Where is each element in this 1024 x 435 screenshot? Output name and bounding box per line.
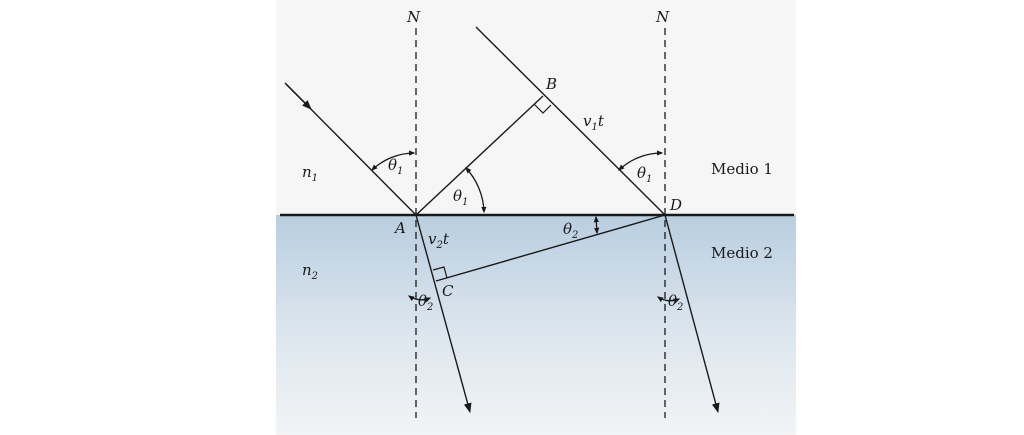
theta2-left-sub: 2 (426, 302, 433, 313)
theta2-wavefront-sym: θ (563, 220, 572, 238)
medium-1-region (276, 0, 796, 215)
theta2-right-sym: θ (668, 292, 677, 310)
theta2-arc-right (656, 296, 681, 304)
theta2-arc-wavefront (593, 215, 600, 235)
v2t-label: v2t (428, 230, 450, 251)
v2t-t: t (443, 230, 450, 248)
theta2-right-sub: 2 (676, 302, 683, 313)
theta1-arc-incident (371, 150, 416, 171)
theta1-wavefront-sub: 1 (462, 197, 468, 208)
medio-2-label: Medio 2 (711, 244, 773, 262)
incident-ray-left-arrow (285, 83, 312, 110)
point-b-label: B (545, 75, 557, 93)
wavefront-cd (435, 214, 666, 282)
theta2-label-right: θ2 (668, 292, 683, 313)
theta1-label-wavefront: θ1 (453, 187, 468, 208)
v1t-label: v1t (583, 112, 605, 133)
right-angle-c (432, 266, 448, 279)
normal-right-label: N (655, 8, 670, 26)
theta1-right-sym: θ (637, 164, 646, 182)
n1-sub: 1 (312, 173, 318, 184)
point-a-label: A (393, 219, 406, 237)
wavefront-ab (415, 95, 544, 216)
theta2-label-wavefront: θ2 (563, 220, 578, 241)
theta2-left-sym: θ (418, 292, 427, 310)
theta1-label-incident: θ1 (388, 156, 403, 177)
n2-base: n (302, 261, 312, 279)
v1t-base: v (583, 112, 592, 130)
v2t-sub: 2 (435, 240, 442, 251)
normal-left-label: N (406, 8, 421, 26)
n2-sub: 2 (311, 271, 318, 282)
refracted-ray-left (415, 214, 472, 413)
v1t-t: t (598, 112, 605, 130)
n1-base: n (302, 163, 312, 181)
theta1-wavefront-sym: θ (453, 187, 462, 205)
point-c-label: C (442, 282, 454, 300)
theta2-arc-left (407, 295, 432, 303)
theta2-label-left: θ2 (418, 292, 433, 313)
theta1-label-right: θ1 (637, 164, 652, 185)
theta1-arc-wavefront (465, 167, 487, 214)
n1-label: n1 (302, 163, 318, 184)
incident-ray-right (475, 26, 666, 216)
theta1-arc-right (618, 150, 664, 171)
theta1-incident-sym: θ (388, 156, 397, 174)
theta2-wavefront-sub: 2 (571, 230, 578, 241)
theta1-incident-sub: 1 (397, 166, 403, 177)
right-angle-b (533, 103, 552, 114)
refracted-ray-right (664, 214, 720, 413)
v1t-sub: 1 (591, 122, 597, 133)
v2t-base: v (428, 230, 437, 248)
medio-1-label: Medio 1 (711, 160, 773, 178)
point-d-label: D (669, 196, 682, 214)
theta1-right-sub: 1 (646, 174, 652, 185)
n2-label: n2 (302, 261, 318, 282)
